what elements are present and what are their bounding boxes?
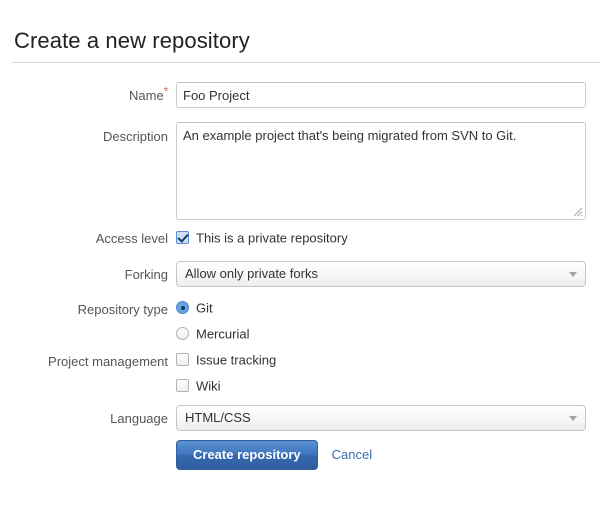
checkbox-wiki-label: Wiki [196,378,221,394]
required-asterisk-icon: * [163,85,168,98]
page-title: Create a new repository [14,27,250,53]
forking-select[interactable]: Allow only private forks [176,261,586,287]
forking-control: Allow only private forks [176,261,586,287]
description-textarea-wrap [176,122,586,220]
radio-mercurial[interactable] [176,327,189,341]
name-input[interactable] [176,82,586,108]
language-control: HTML/CSS [176,405,586,431]
form-row-name: Name* [0,82,612,116]
project-management-label: Project management [48,354,168,369]
forking-select-value: Allow only private forks [185,266,318,281]
language-select-value: HTML/CSS [185,410,251,425]
form-row-repository-type: Repository type Git Mercurial [0,298,612,350]
project-management-option-wiki[interactable]: Wiki [176,376,276,396]
form-row-access-level: Access level This is a private repositor… [0,228,612,258]
repository-type-option-git[interactable]: Git [176,298,249,318]
checkbox-issue-tracking-label: Issue tracking [196,352,277,368]
radio-git[interactable] [176,301,189,315]
radio-git-label: Git [196,300,213,316]
form-row-forking: Forking Allow only private forks [0,258,612,298]
radio-mercurial-label: Mercurial [196,326,250,342]
name-label: Name* [0,85,168,104]
chevron-down-icon[interactable] [569,272,577,277]
project-management-control: Issue tracking Wiki [176,350,276,396]
private-repository-checkbox-row[interactable]: This is a private repository [176,228,348,248]
forking-label: Forking [124,267,168,282]
checkbox-wiki[interactable] [176,379,189,393]
language-label: Language [110,411,168,426]
name-label-text: Name [129,88,164,103]
description-label: Description [102,129,168,144]
language-select[interactable]: HTML/CSS [176,405,586,431]
form-row-actions: Create repository Cancel [0,440,612,480]
title-divider [12,62,600,63]
project-management-option-issue-tracking[interactable]: Issue tracking [176,350,276,370]
repository-type-option-mercurial[interactable]: Mercurial [176,324,249,344]
chevron-down-icon[interactable] [569,416,577,421]
private-repository-checkbox[interactable] [176,231,189,245]
form-row-description: Description [0,116,612,228]
cancel-link[interactable]: Cancel [331,447,373,462]
repository-type-label: Repository type [77,302,168,317]
form-actions: Create repository Cancel [176,440,372,470]
create-repository-form: Name* Description Access level [0,82,612,480]
access-level-control: This is a private repository [176,228,348,248]
private-repository-label: This is a private repository [196,230,348,246]
description-control [176,122,586,220]
checkbox-issue-tracking[interactable] [176,353,189,367]
form-row-language: Language HTML/CSS [0,402,612,440]
access-level-label: Access level [95,231,168,246]
repository-type-control: Git Mercurial [176,298,249,344]
name-control [176,82,586,108]
create-repository-button[interactable]: Create repository [176,440,318,470]
description-textarea[interactable] [176,122,586,220]
form-row-project-management: Project management Issue tracking Wiki [0,350,612,402]
